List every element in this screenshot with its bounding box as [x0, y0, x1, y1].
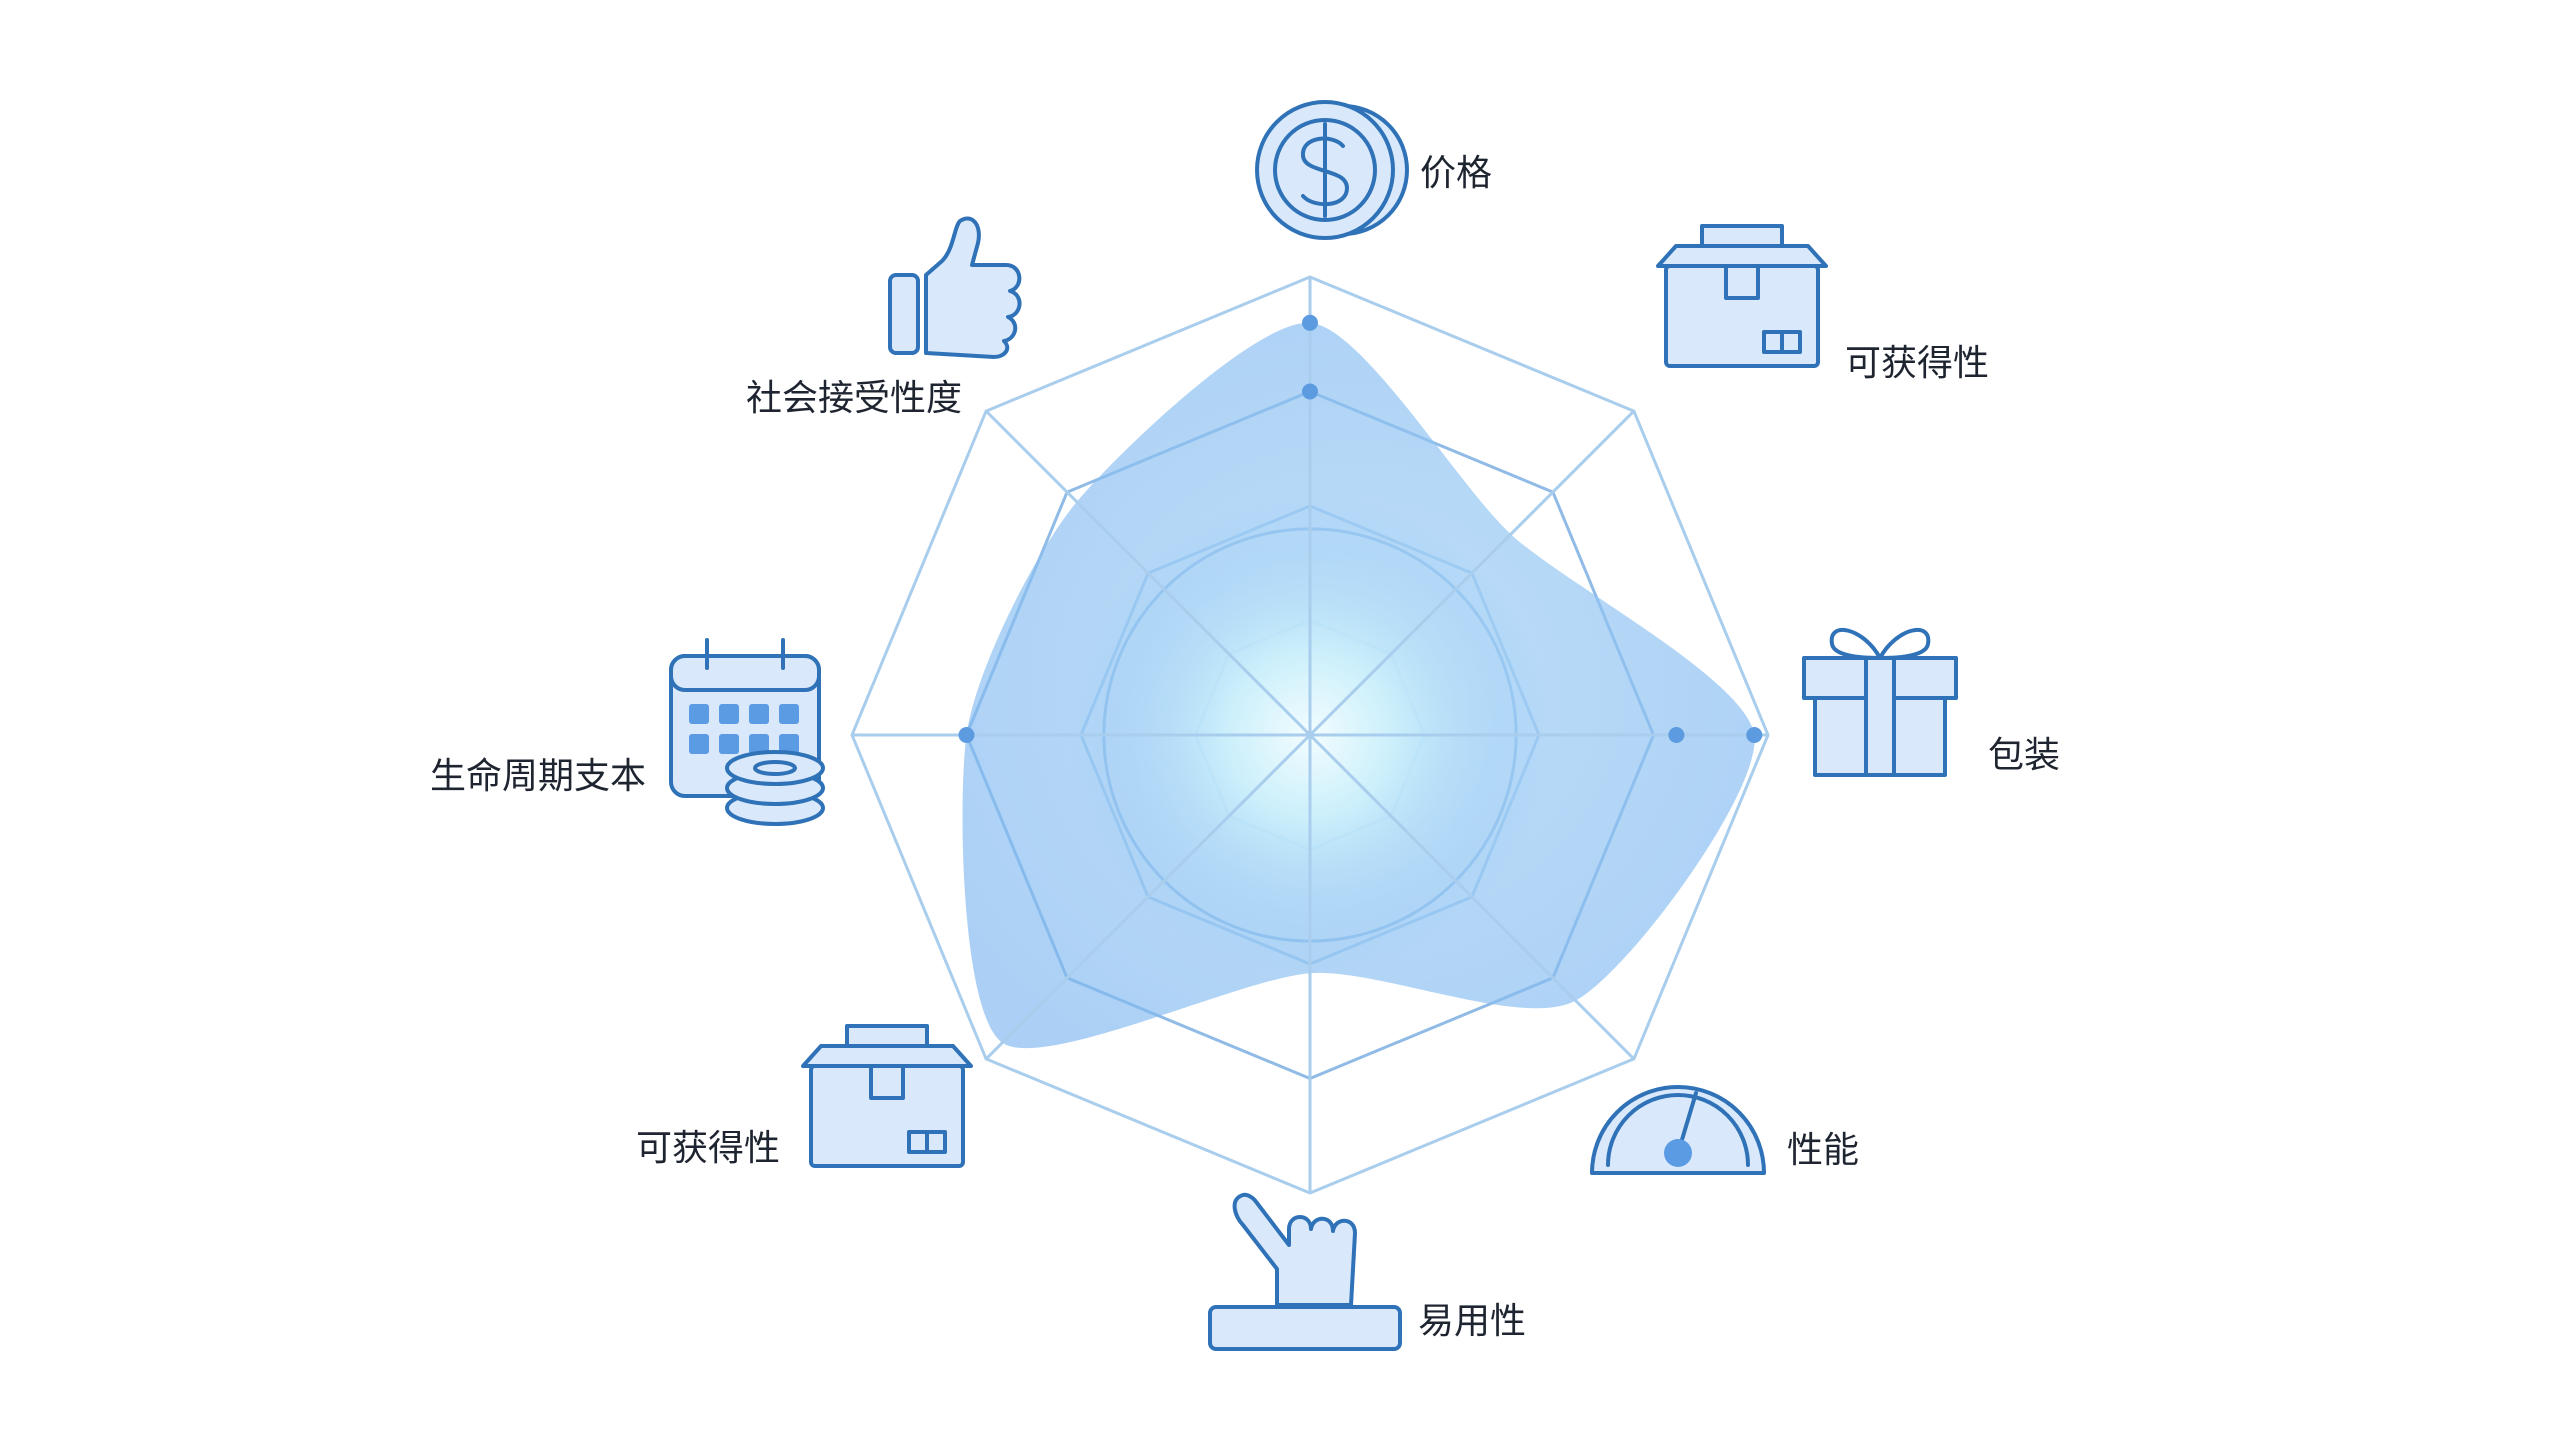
axis-label: 可获得性 — [1845, 343, 1989, 384]
thumbs-up-icon — [888, 216, 1022, 359]
pointing-hand-icon — [1208, 1192, 1402, 1351]
radar-points — [958, 314, 1763, 743]
spoke-1 — [1308, 410, 1635, 737]
axis-label: 包装 — [1988, 735, 2060, 776]
axis-label: 社会接受性度 — [746, 378, 962, 419]
calendar-coins-icon — [669, 638, 825, 826]
gift-box-icon — [1802, 627, 1958, 777]
data-point-0 — [1302, 314, 1318, 331]
box-icon — [801, 1024, 973, 1168]
coin-dollar-icon — [1255, 100, 1409, 240]
data-point-1 — [1302, 383, 1318, 400]
axis-label: 价格 — [1420, 153, 1492, 194]
data-point-4 — [958, 727, 975, 743]
axis-icons — [669, 100, 1958, 1351]
box-icon — [1656, 224, 1828, 368]
axis-label: 可获得性 — [636, 1128, 780, 1169]
spoke-3 — [1308, 733, 1635, 1060]
data-point-3 — [1746, 727, 1763, 743]
axis-label: 性能 — [1787, 1130, 1859, 1171]
axis-label: 生命周期支本 — [430, 756, 646, 797]
speedometer-icon — [1590, 1085, 1766, 1175]
spoke-5 — [985, 733, 1312, 1060]
data-point-2 — [1668, 727, 1685, 743]
spoke-7 — [985, 410, 1312, 737]
axis-label: 易用性 — [1418, 1301, 1526, 1342]
radar-spokes — [852, 277, 1768, 1193]
